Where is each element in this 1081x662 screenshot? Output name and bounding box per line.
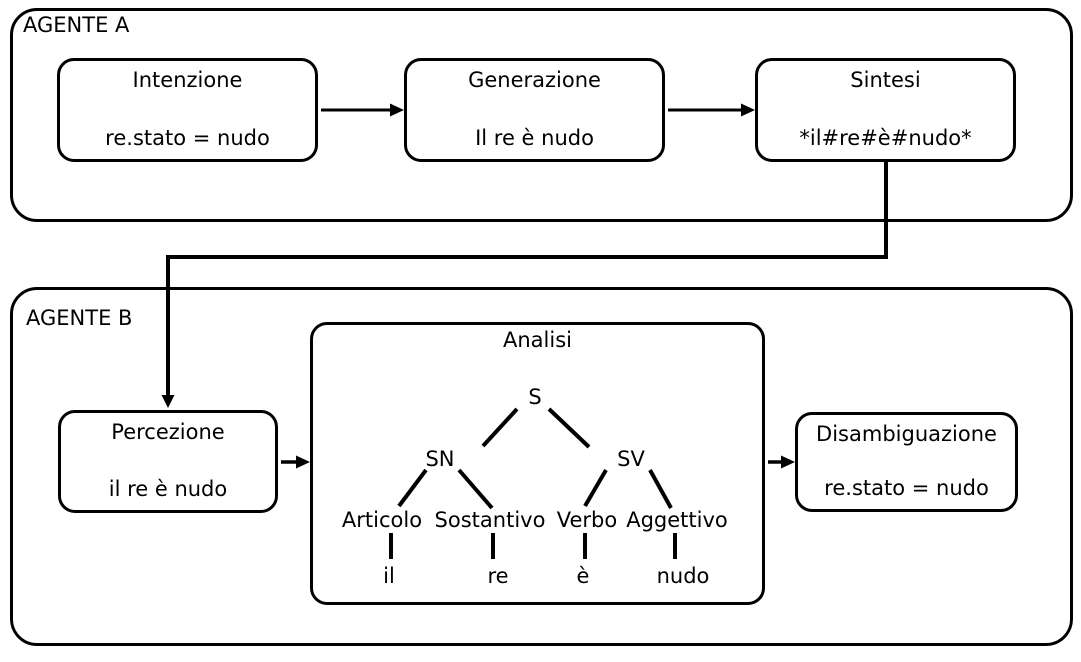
tree-node-sn: SN	[425, 447, 455, 471]
intention-value: re.stato = nudo	[105, 126, 270, 150]
intention-title: Intenzione	[132, 68, 243, 92]
disambiguation-value: re.stato = nudo	[824, 476, 989, 500]
tree-node-root: S	[528, 385, 542, 409]
generation-box: Generazione Il re è nudo	[404, 58, 665, 162]
synthesis-value: *il#re#è#nudo*	[799, 126, 972, 150]
generation-value: Il re è nudo	[475, 126, 594, 150]
generation-title: Generazione	[468, 68, 601, 92]
tree-node-articolo: Articolo	[341, 508, 423, 532]
perception-box: Percezione il re è nudo	[58, 410, 278, 513]
tree-word-re: re	[487, 564, 509, 588]
agent-b-label: AGENTE B	[26, 306, 133, 330]
tree-word-nudo: nudo	[656, 564, 710, 588]
tree-node-aggettivo: Aggettivo	[626, 508, 728, 532]
tree-word-e: è	[576, 564, 590, 588]
analysis-box: Analisi	[310, 322, 765, 605]
synthesis-box: Sintesi *il#re#è#nudo*	[755, 58, 1016, 162]
tree-word-il: il	[383, 564, 395, 588]
synthesis-title: Sintesi	[850, 68, 921, 92]
disambiguation-box: Disambiguazione re.stato = nudo	[795, 412, 1018, 512]
perception-title: Percezione	[111, 420, 225, 444]
intention-box: Intenzione re.stato = nudo	[57, 58, 318, 162]
tree-node-sostantivo: Sostantivo	[434, 508, 546, 532]
perception-value: il re è nudo	[108, 477, 228, 501]
disambiguation-title: Disambiguazione	[816, 422, 997, 446]
agent-a-label: AGENTE A	[23, 13, 130, 37]
analysis-title: Analisi	[503, 328, 572, 352]
tree-node-verbo: Verbo	[556, 508, 618, 532]
tree-node-sv: SV	[617, 447, 645, 471]
